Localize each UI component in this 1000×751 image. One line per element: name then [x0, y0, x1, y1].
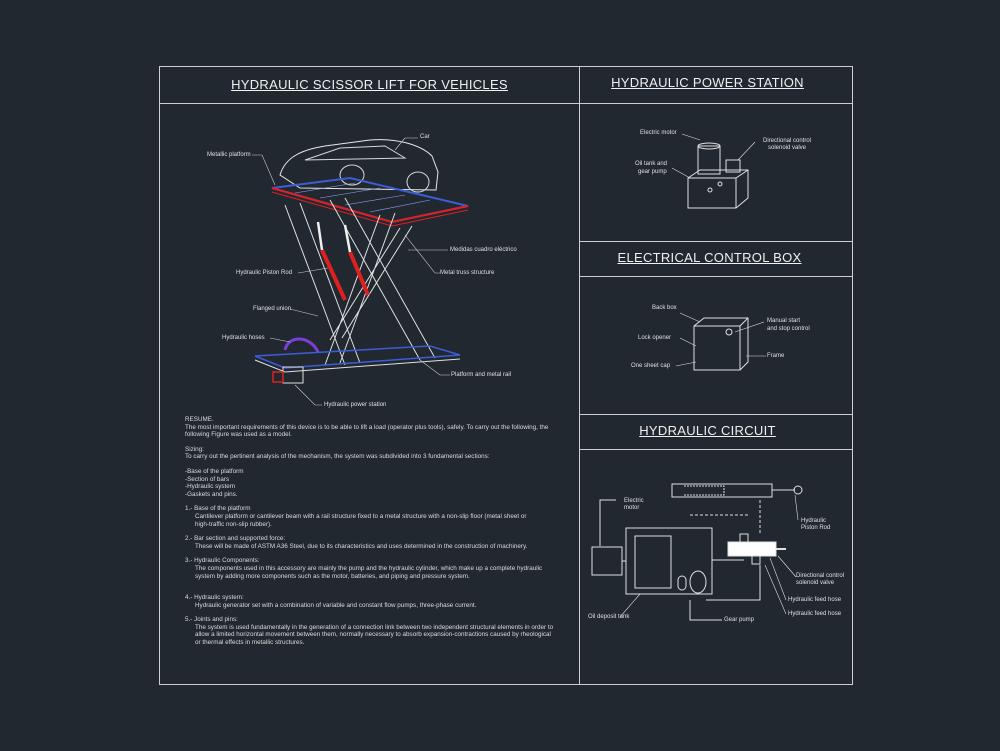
label-car: Car	[420, 134, 430, 140]
left-panel	[159, 66, 580, 685]
label-electric-motor: Electric motor	[640, 130, 677, 136]
lift-title: HYDRAULIC SCISSOR LIFT FOR VEHICLES	[231, 77, 508, 92]
scissor-lift-drawing	[254, 139, 469, 384]
resume-intro-2: following Figure was used as a model.	[185, 431, 292, 439]
label-feed-hose-1: Hydraulic feed hose	[788, 597, 842, 603]
electrical-title-box	[579, 241, 853, 277]
resume-s5-title: 5.- Joints and pins:	[185, 616, 238, 624]
electric-motor	[697, 145, 721, 175]
circuit-valve	[727, 541, 777, 557]
label-gear-pump: Gear pump	[724, 617, 755, 623]
label-feed-hose-2: Hydraulic feed hose	[788, 611, 842, 617]
hydraulic-piston-left	[320, 249, 347, 301]
resume-list-item: -Base of the platform	[185, 467, 244, 475]
car-illustration	[279, 139, 439, 191]
label-truss: Metal truss structure	[440, 270, 495, 276]
label-sheet-cap: One sheet cap	[631, 363, 671, 369]
label-circuit-piston-2: Piston Rod	[801, 525, 831, 531]
resume-s5-line: The system is used fundamentally in the …	[195, 623, 554, 631]
label-circuit-motor-2: motor	[624, 505, 640, 511]
power-title-box	[579, 66, 853, 104]
resume-s1-line: Cantilever platform or cantilever beam w…	[195, 512, 527, 520]
label-measures: Medidas cuadro eléctrico	[450, 247, 517, 253]
power-station-title: HYDRAULIC POWER STATION	[611, 75, 804, 90]
label-piston-rod: Hydraulic Piston Rod	[236, 270, 293, 276]
resume-s1-title: 1.- Base of the platform	[185, 505, 251, 513]
resume-s3-line: The components used in this accessory ar…	[195, 564, 543, 572]
electrical-box-title: ELECTRICAL CONTROL BOX	[617, 250, 802, 265]
label-circuit-motor-1: Electric	[624, 498, 644, 504]
resume-list-item: -Hydraulic system	[185, 483, 236, 491]
resume-s4-title: 4.- Hydraulic system:	[185, 594, 244, 602]
hydraulic-piston-right	[348, 251, 370, 296]
resume-list-item: -Section of bars	[185, 475, 230, 483]
circuit-title-box	[579, 414, 853, 450]
resume-s5-line: allow a limited horizontal movement betw…	[195, 631, 551, 639]
label-circuit-piston-1: Hydraulic	[801, 518, 827, 524]
resume-s2-line: These will be made of ASTM A36 Steel, du…	[195, 542, 528, 550]
base-rail	[254, 345, 461, 369]
label-platform-rail: Platform and metal rail	[451, 372, 512, 378]
label-manual-start-1: Manual start	[767, 318, 801, 324]
resume-sizing-text: To carry out the pertinent analysis of t…	[185, 453, 490, 461]
label-oil-deposit-tank: Oil deposit tank	[588, 614, 630, 620]
power-station-drawing	[671, 133, 756, 209]
circuit-motor	[634, 535, 672, 589]
label-frame: Frame	[767, 353, 785, 359]
resume-s5-line: or thermal effects in metallic structure…	[195, 639, 305, 647]
label-hoses: Hydraulic hoses	[222, 335, 265, 341]
resume-text-block: RESUME. The most important requirements …	[185, 416, 570, 647]
resume-heading: RESUME.	[185, 416, 214, 423]
resume-s3-title: 3.- Hydraulic Components:	[185, 557, 260, 565]
solenoid-valve	[725, 159, 741, 173]
hydraulic-circuit-title: HYDRAULIC CIRCUIT	[639, 423, 776, 438]
label-back-box: Back box	[652, 305, 677, 311]
lift-leader-lines	[252, 137, 450, 406]
hydraulic-circuit-drawing	[591, 483, 803, 621]
control-box	[693, 317, 749, 371]
label-lock-opener: Lock opener	[638, 335, 672, 341]
label-power-station: Hydraulic power station	[324, 402, 387, 408]
resume-s4-line: Hydraulic generator set with a combinati…	[195, 601, 477, 609]
power-station-box	[282, 366, 304, 384]
resume-list-item: -Gaskets and pins.	[185, 490, 238, 498]
resume-s2-title: 2.- Bar section and supported force:	[185, 535, 286, 543]
resume-intro-1: The most important requirements of this …	[185, 423, 549, 431]
label-flanged-union: Flanged union	[253, 306, 292, 312]
label-circuit-valve-1: Directional control	[796, 573, 845, 579]
resume-sizing: Sizing:	[185, 445, 204, 453]
circuit-gear-pump	[689, 570, 707, 594]
resume-s3-line: system by adding more components such as…	[195, 572, 470, 580]
resume-s1-line: high-traffic non-slip rubber).	[195, 520, 272, 528]
label-circuit-valve-2: solenoid valve	[796, 580, 835, 586]
circuit-tank	[625, 527, 713, 595]
tank-and-pump	[687, 169, 749, 209]
label-directional-valve: Directional control solenoid valve	[762, 138, 812, 151]
label-manual-start-2: and stop control	[767, 326, 810, 332]
label-oil-tank-1: Oil tank and	[635, 161, 668, 167]
label-oil-tank-2: gear pump	[638, 169, 667, 175]
manual-start-control	[725, 328, 733, 336]
electrical-box-drawing	[675, 312, 766, 371]
label-metallic-platform: Metallic platform	[207, 152, 251, 158]
hydraulic-hoses	[283, 337, 320, 353]
